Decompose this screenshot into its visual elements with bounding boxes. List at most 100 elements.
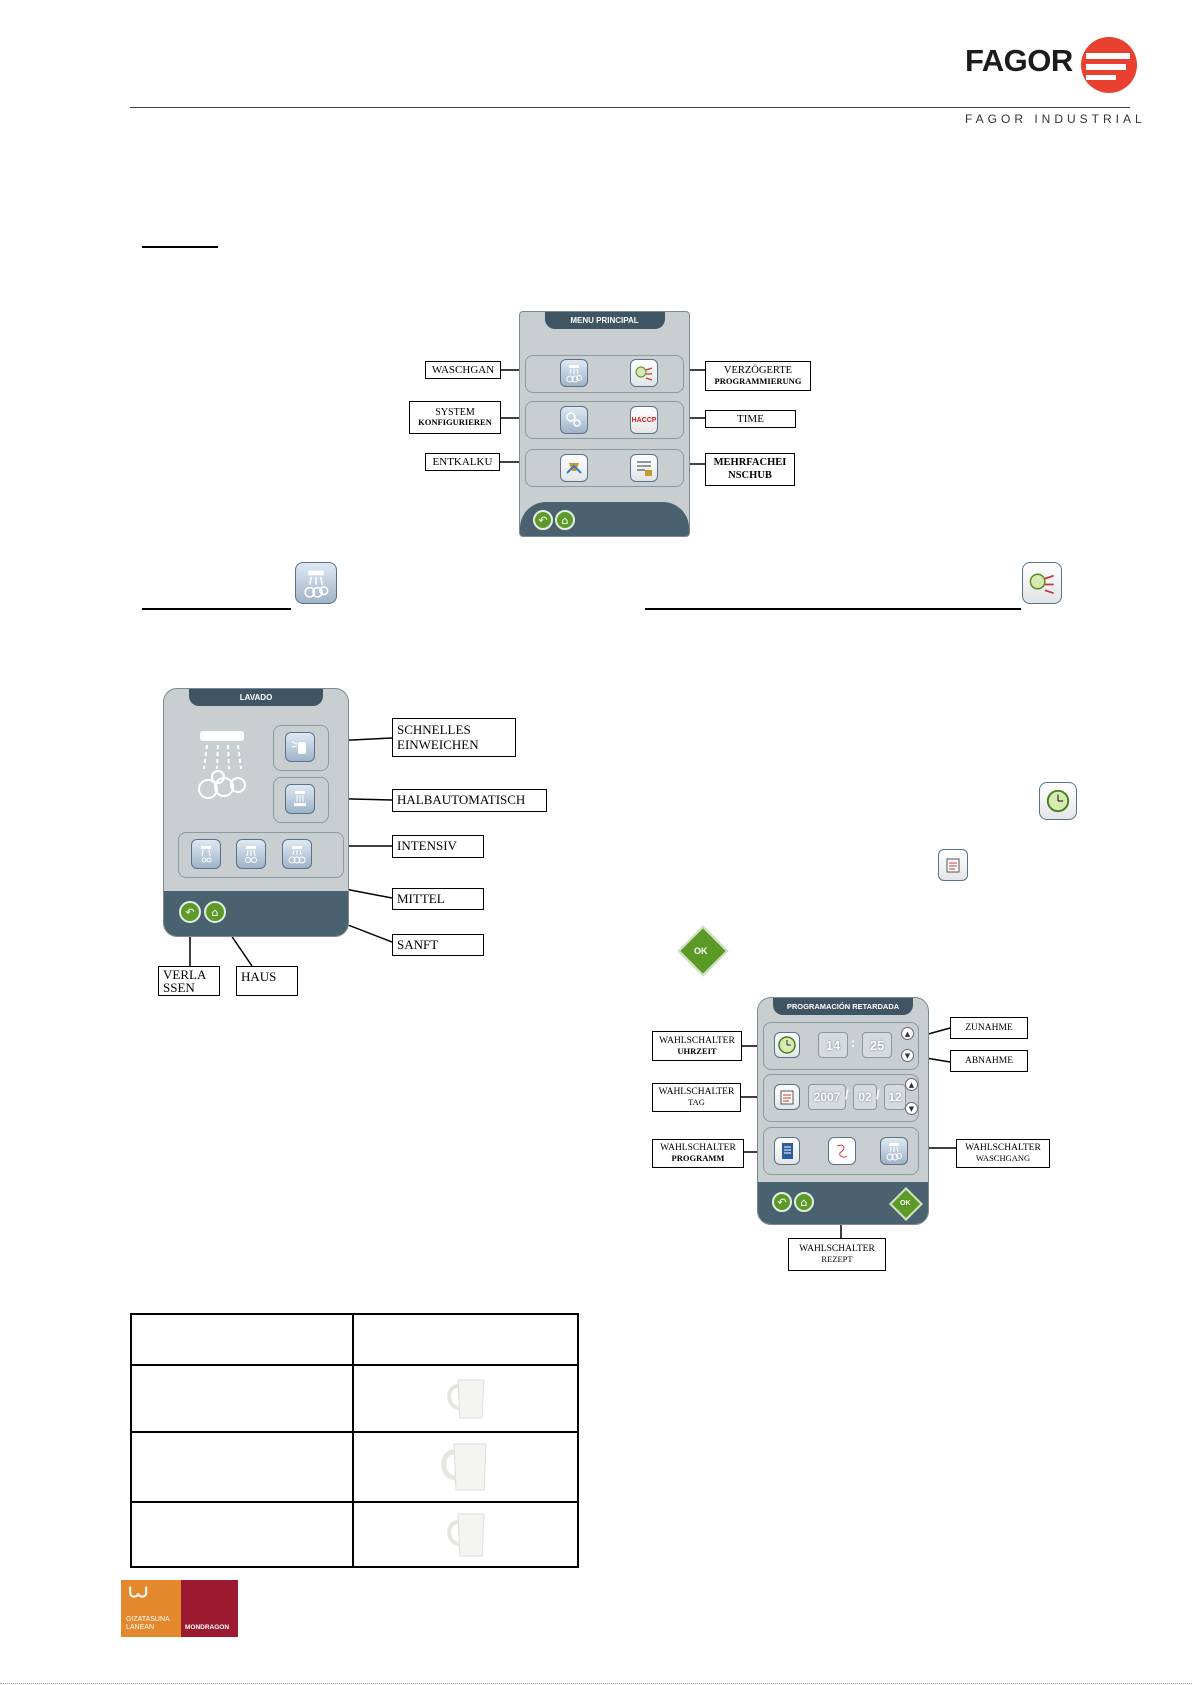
lanean-text: LANEAN bbox=[126, 1624, 155, 1631]
callout-halbautomatisch: HALBAUTOMATISCH bbox=[392, 789, 547, 812]
month-value[interactable]: 02 bbox=[853, 1084, 877, 1110]
home-button[interactable]: ⌂ bbox=[555, 510, 575, 530]
day-value[interactable]: 12 bbox=[884, 1084, 906, 1110]
section-underline bbox=[645, 608, 1021, 610]
callout-sanft: SANFT bbox=[392, 934, 484, 956]
clock-button-icon bbox=[1039, 782, 1077, 820]
callout-text: TIME bbox=[737, 412, 764, 425]
callout-text: WASCHGAN bbox=[431, 363, 495, 376]
intensiv-button[interactable] bbox=[282, 839, 312, 869]
gizatasuna-text: GIZATASUNA bbox=[126, 1616, 170, 1623]
uhrzeit-selector-button[interactable] bbox=[774, 1032, 800, 1058]
waschgang-button[interactable] bbox=[560, 359, 588, 387]
entkalkung-button[interactable] bbox=[560, 454, 588, 482]
table-row bbox=[130, 1364, 579, 1433]
cup-large-icon bbox=[446, 1513, 485, 1556]
table-cell bbox=[352, 1501, 579, 1568]
callout-text: WAHLSCHALTER bbox=[658, 1087, 735, 1098]
programacion-title: PROGRAMACIÓN RETARDADA bbox=[773, 998, 913, 1015]
callout-text: ABNAHME bbox=[964, 1055, 1014, 1066]
header-rule bbox=[130, 107, 1130, 108]
cup-medium-icon bbox=[440, 1443, 487, 1491]
programm-selector-button[interactable] bbox=[774, 1137, 800, 1165]
menu-principal-footer: ↶ ⌂ bbox=[520, 502, 689, 536]
date-increase-button[interactable]: ▲ bbox=[905, 1078, 918, 1091]
sanft-button[interactable] bbox=[191, 839, 221, 869]
back-button[interactable]: ↶ bbox=[179, 901, 201, 923]
rezept-selector-button[interactable] bbox=[828, 1137, 856, 1165]
tag-selector-button[interactable] bbox=[774, 1084, 800, 1110]
callout-time: TIME bbox=[705, 410, 796, 428]
callout-text: PROGRAMMIERUNG bbox=[714, 376, 802, 387]
clock-icon bbox=[1046, 789, 1070, 813]
home-button[interactable]: ⌂ bbox=[204, 901, 226, 923]
menu-principal-title: MENU PRINCIPAL bbox=[544, 312, 665, 329]
callout-haus: HAUS bbox=[236, 966, 298, 996]
callout-waschgang: WASCHGAN bbox=[425, 361, 501, 379]
year-value[interactable]: 2007 bbox=[808, 1084, 846, 1110]
calendar-icon bbox=[780, 1090, 794, 1105]
programacion-footer: ↶ ⌂ OK bbox=[758, 1182, 928, 1224]
ok-button-label: OK bbox=[900, 1200, 911, 1207]
callout-text: HAUS bbox=[241, 969, 277, 984]
mondragon-text: MONDRAGON bbox=[185, 1624, 230, 1631]
schnelles-einweichen-button[interactable] bbox=[285, 732, 315, 762]
home-button[interactable]: ⌂ bbox=[794, 1192, 814, 1212]
waschgang-selector-button[interactable] bbox=[880, 1137, 908, 1165]
page-bottom-dotted-line bbox=[0, 1683, 1192, 1684]
callout-text: WASCHGANG bbox=[975, 1153, 1031, 1164]
lavado-sect-3 bbox=[178, 832, 344, 878]
section-underline bbox=[142, 246, 218, 248]
mittel-button[interactable] bbox=[236, 839, 266, 869]
haccp-time-button[interactable]: HACCP bbox=[630, 406, 658, 434]
verzoegerte-programmierung-button[interactable] bbox=[630, 359, 658, 387]
gizatasuna-logo: GIZATASUNA LANEAN bbox=[121, 1580, 181, 1637]
callout-intensiv: INTENSIV bbox=[392, 835, 484, 858]
callout-wahlschalter-rezept: WAHLSCHALTER REZEPT bbox=[788, 1238, 886, 1271]
back-button[interactable]: ↶ bbox=[772, 1192, 792, 1212]
verzoegerte-icon bbox=[1022, 562, 1062, 604]
table-cell bbox=[352, 1431, 579, 1503]
callout-wahlschalter-tag: WAHLSCHALTER TAG bbox=[652, 1083, 741, 1112]
callout-verzoegerte-programmierung: VERZÖGERTE PROGRAMMIERUNG bbox=[705, 361, 811, 391]
mehrfacheinschub-button[interactable] bbox=[630, 454, 658, 482]
section-underline bbox=[142, 608, 291, 610]
callout-text: WAHLSCHALTER bbox=[965, 1143, 1041, 1154]
minute-value[interactable]: 25 bbox=[862, 1032, 892, 1058]
system-konfigurieren-button[interactable] bbox=[560, 406, 588, 434]
shower-intense-icon bbox=[288, 846, 306, 864]
fagor-logo-icon bbox=[1081, 37, 1137, 93]
callout-text: WAHLSCHALTER bbox=[660, 1143, 736, 1154]
callout-schnelles-einweichen: SCHNELLES EINWEICHEN bbox=[392, 718, 516, 757]
hour-value[interactable]: 14 bbox=[818, 1032, 848, 1058]
callout-wahlschalter-uhrzeit: WAHLSCHALTER UHRZEIT bbox=[652, 1031, 742, 1061]
people-icon bbox=[129, 1586, 148, 1598]
brand-wordmark: FAGOR bbox=[965, 43, 1073, 78]
shower-icon bbox=[294, 791, 306, 806]
callout-text: EINWEICHEN bbox=[397, 736, 479, 752]
callout-zunahme: ZUNAHME bbox=[950, 1017, 1028, 1039]
callout-text: TAG bbox=[688, 1097, 705, 1108]
back-button[interactable]: ↶ bbox=[533, 510, 553, 530]
lavado-sect-2 bbox=[273, 777, 329, 823]
descale-icon bbox=[566, 463, 582, 474]
callout-wahlschalter-waschgang: WAHLSCHALTER WASCHGANG bbox=[956, 1139, 1050, 1168]
table-cell bbox=[352, 1313, 579, 1366]
callout-text: VERLA bbox=[163, 967, 207, 982]
callout-text: HALBAUTOMATISCH bbox=[397, 792, 526, 808]
callout-text: INTENSIV bbox=[397, 838, 457, 854]
date-decrease-button[interactable]: ▼ bbox=[905, 1102, 918, 1115]
time-increase-button[interactable]: ▲ bbox=[901, 1027, 914, 1040]
callout-text: WAHLSCHALTER bbox=[659, 1035, 735, 1046]
callout-text: ENTKALKU bbox=[432, 455, 493, 468]
callout-wahlschalter-programm: WAHLSCHALTER PROGRAMM bbox=[652, 1139, 744, 1168]
lavado-screen: LAVADO ↶ ⌂ bbox=[163, 688, 349, 937]
halbautomatisch-button[interactable] bbox=[285, 784, 315, 814]
callout-text: ZUNAHME bbox=[965, 1022, 1013, 1033]
table-cell bbox=[130, 1313, 354, 1366]
program-icon bbox=[782, 1143, 793, 1159]
callout-text: MITTEL bbox=[397, 890, 445, 906]
callout-entkalkung: ENTKALKU bbox=[425, 453, 500, 471]
time-decrease-button[interactable]: ▼ bbox=[901, 1049, 914, 1062]
shower-icon bbox=[566, 365, 582, 383]
